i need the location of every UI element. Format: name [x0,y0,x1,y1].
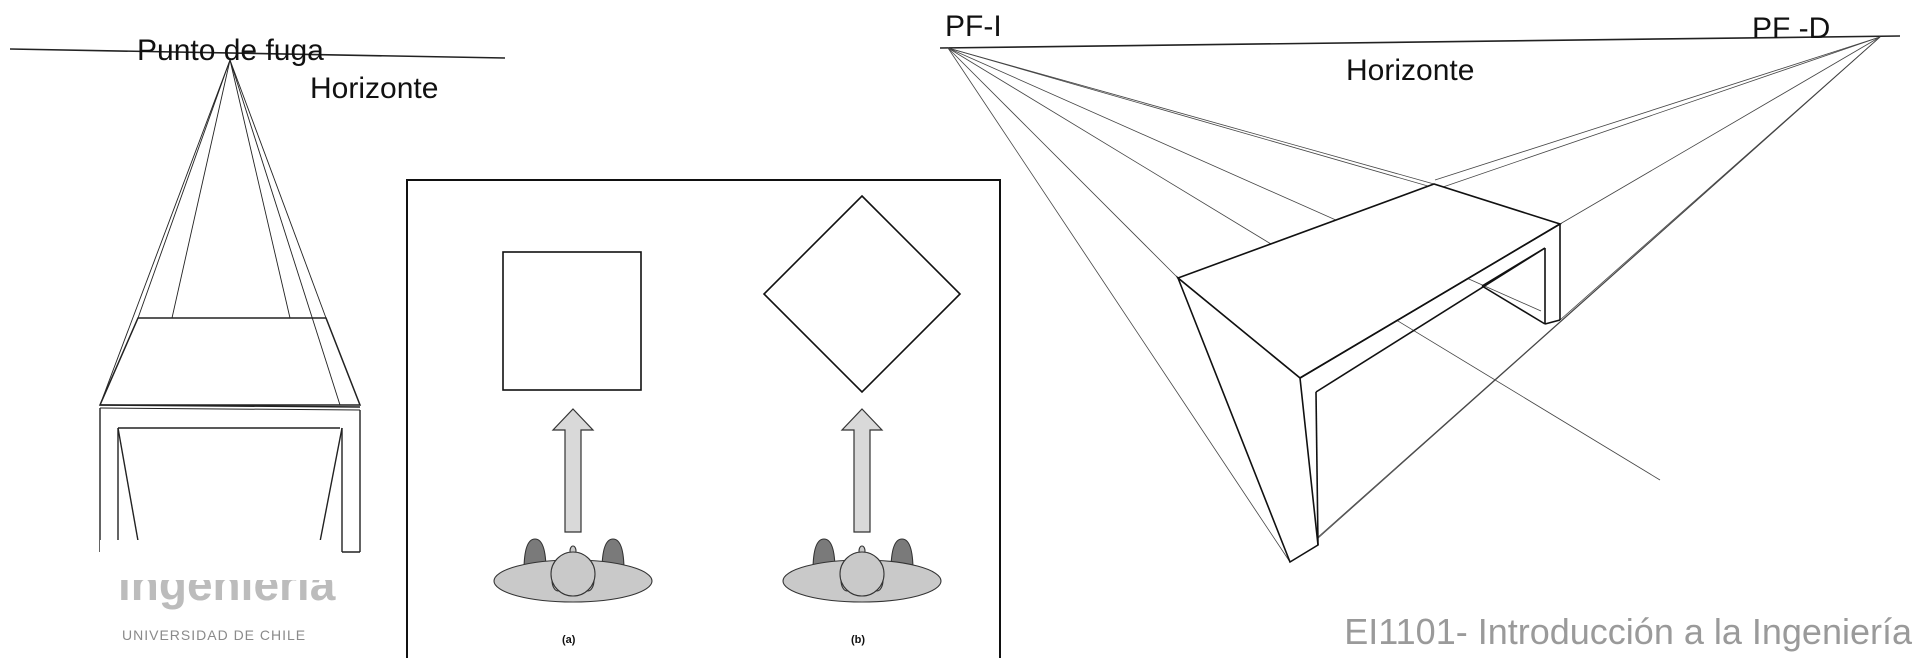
horizon-line-left [9,48,506,59]
course-footer: EI1101- Introducción a la Ingeniería [1344,611,1913,652]
table-legs-left [99,408,361,553]
viewer-figure-b [782,538,942,603]
pf-right-label: PF -D [1752,12,1830,45]
arrow-up-a [551,408,595,533]
vanishing-lines-pfd [1177,36,1881,563]
logo-mask [100,540,340,580]
caption-b: (b) [851,634,865,646]
horizon-line-right [939,35,1901,49]
viewer-figure-a [493,538,653,603]
box-object-right [1176,183,1562,564]
horizon-label-right: Horizonte [1346,54,1474,87]
two-point-perspective-diagram [939,35,1901,564]
horizon-label-left: Horizonte [310,72,438,105]
inset-panel: (a) (b) [406,179,1001,658]
arrow-up-b [840,408,884,533]
pf-left-label: PF-I [945,10,1002,43]
square-shape [502,251,642,391]
table-top-left [98,317,362,406]
university-name: UNIVERSIDAD DE CHILE [122,627,306,643]
caption-a: (a) [562,634,576,646]
vanishing-point-label: Punto de fuga [137,34,324,67]
vanishing-lines-left [99,59,341,406]
diamond-shape [762,194,962,394]
